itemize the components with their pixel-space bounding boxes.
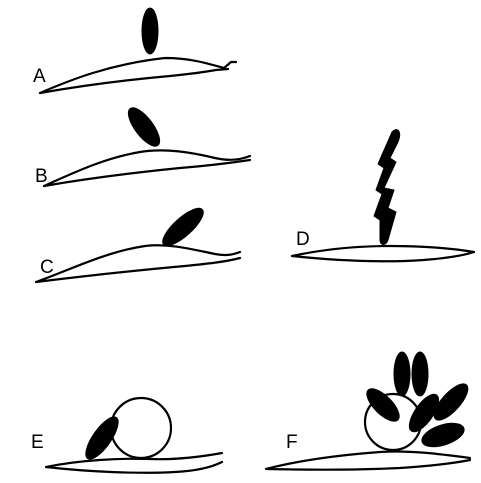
panel-d: D xyxy=(292,130,474,262)
panel-a: A xyxy=(33,8,236,93)
panel-e: E xyxy=(31,398,222,473)
panel-a-surface xyxy=(40,58,236,93)
panel-f-body-1 xyxy=(394,352,410,396)
panel-f-body-2 xyxy=(412,352,428,396)
panel-e-label: E xyxy=(31,432,44,453)
panel-b-surface xyxy=(44,150,250,186)
panel-d-label: D xyxy=(296,229,310,250)
panel-c-body xyxy=(158,203,209,251)
panel-a-label: A xyxy=(33,66,46,87)
panel-d-surface xyxy=(292,246,474,261)
panel-f-label: F xyxy=(286,432,298,453)
panel-c-surface xyxy=(36,245,240,282)
panel-b-body xyxy=(123,103,165,151)
panel-f-surface xyxy=(266,451,470,469)
panel-c: C xyxy=(36,203,240,282)
panel-a-body xyxy=(142,8,158,54)
panel-b: B xyxy=(35,103,250,187)
panel-c-label: C xyxy=(40,257,54,278)
panel-d-body xyxy=(374,130,400,245)
panel-e-round-cell xyxy=(111,398,171,458)
panel-f: F xyxy=(266,352,473,470)
panel-b-label: B xyxy=(35,166,48,187)
